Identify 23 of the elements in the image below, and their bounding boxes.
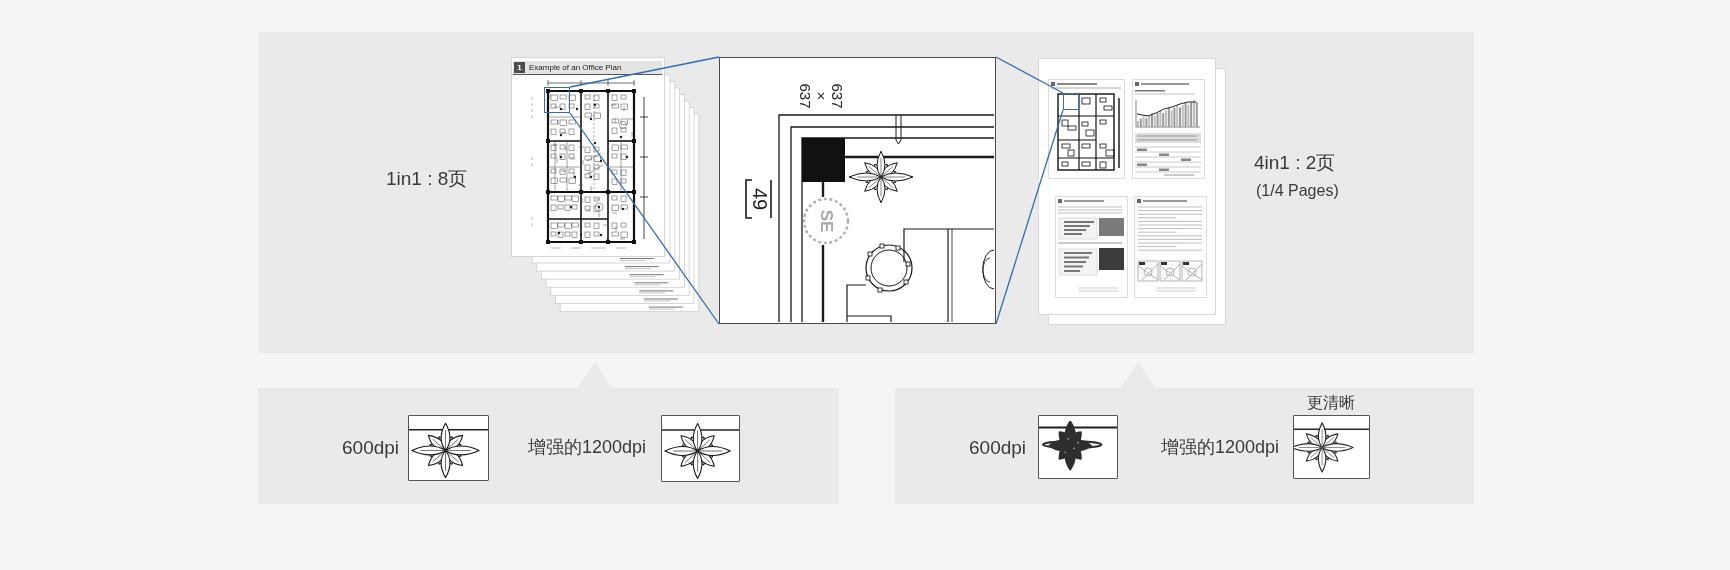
section-number: 1 [514, 62, 525, 73]
zoom-guide-line [569, 56, 720, 88]
callout-panel [895, 362, 1474, 504]
dimension-label: 637 × 637 [797, 83, 845, 109]
zoom-guide-line [995, 56, 1064, 94]
document-page [511, 57, 665, 257]
resolution-label: 增强的1200dpi [1161, 437, 1280, 459]
layout-mode-label: 4in1 : 2页 [1254, 151, 1336, 175]
layout-mode-label: 1in1 : 8页 [386, 167, 468, 191]
resolution-label: 600dpi [342, 436, 400, 460]
callout-panel [258, 362, 839, 504]
zoom-guide-line [569, 112, 720, 325]
content-panel [259, 32, 1474, 353]
page-ratio-note: (1/4 Pages) [1256, 181, 1339, 201]
symbol-label: SE [817, 209, 835, 233]
highlight-frame [1063, 93, 1079, 110]
resolution-label: 600dpi [969, 436, 1027, 460]
dimension-label: 49 [748, 187, 770, 211]
page-heading: Example of an Office Plan [529, 64, 622, 72]
resolution-label: 增强的1200dpi [528, 437, 647, 459]
clarity-note: 更清晰 [1307, 393, 1355, 413]
highlight-frame [544, 87, 570, 113]
zoom-guide-line [995, 109, 1064, 325]
